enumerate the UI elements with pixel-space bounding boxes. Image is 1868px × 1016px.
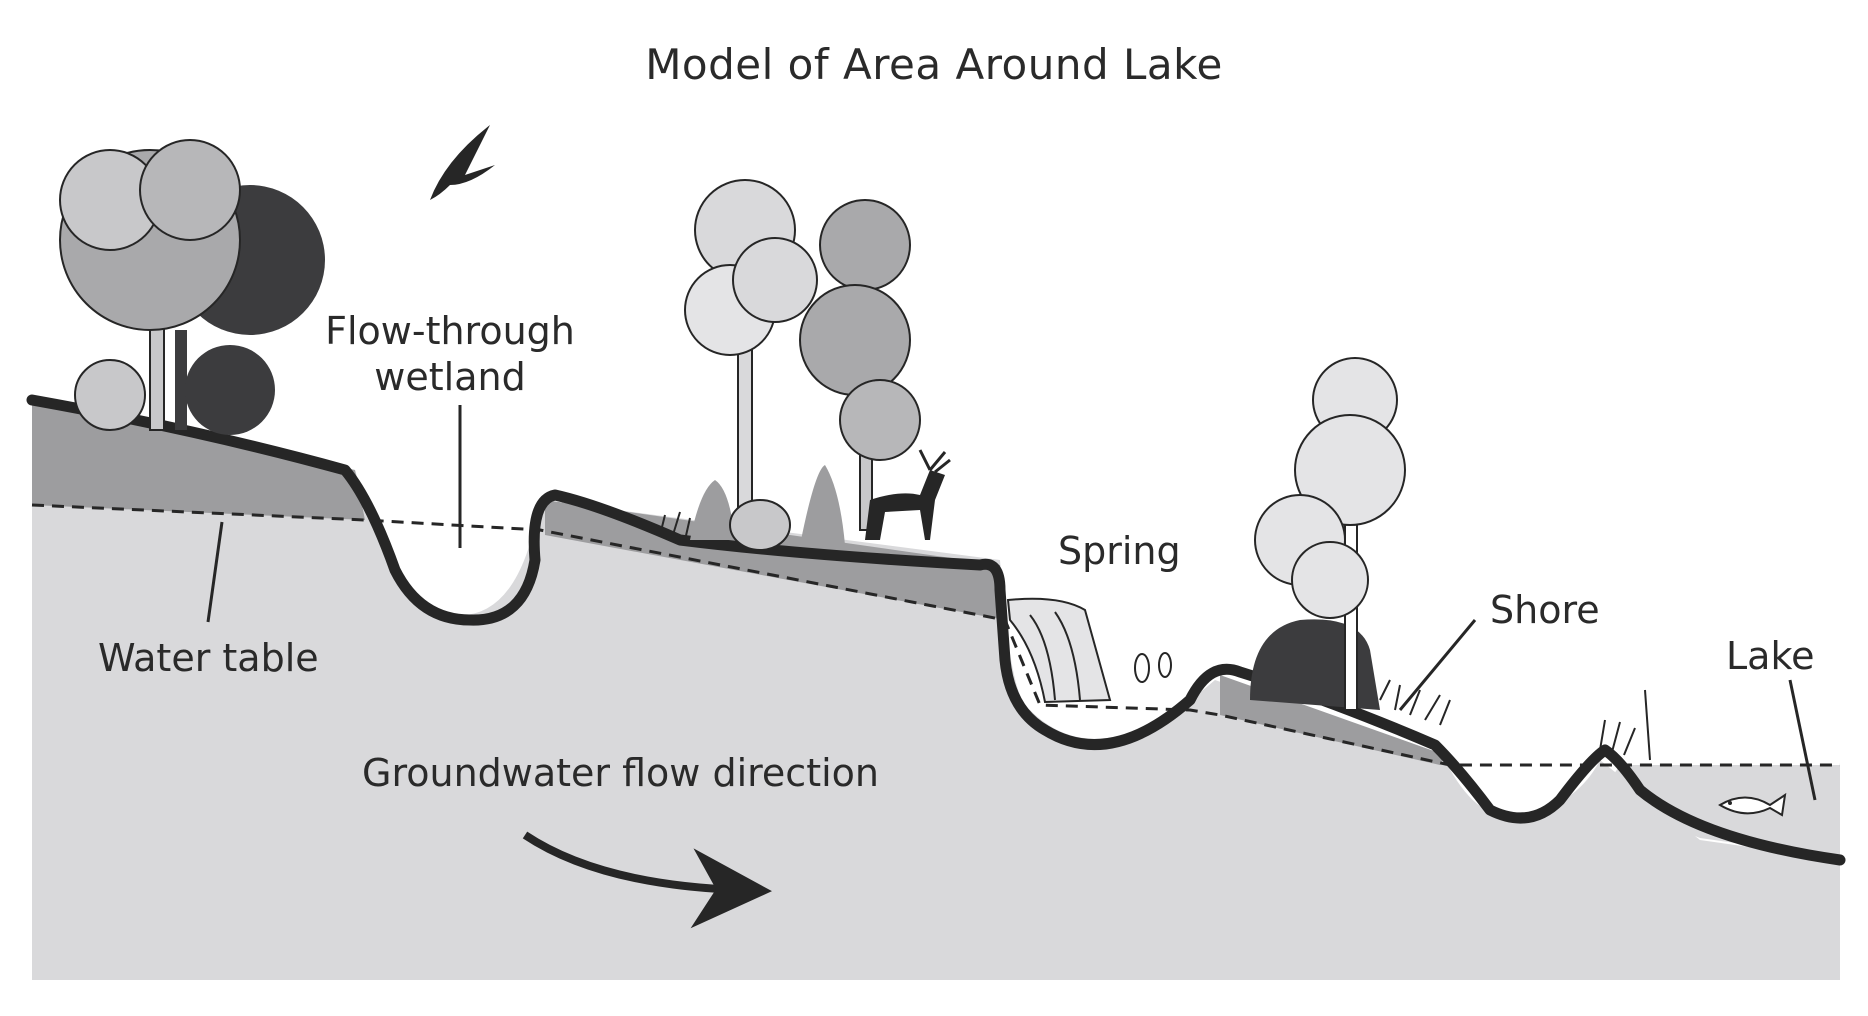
water-table-label: Water table: [98, 636, 319, 680]
spring-label: Spring: [1058, 529, 1181, 573]
grass-icon: [659, 511, 1651, 761]
shore-label: Shore: [1490, 588, 1600, 632]
bird-icon: [430, 125, 495, 200]
water-table-line: [31, 503, 1840, 767]
water-table-leader-line: [206, 521, 224, 623]
wetland-label: Flow-through wetland: [325, 308, 575, 400]
lake-water: [1610, 765, 1840, 858]
groundwater-flow-label: Groundwater flow direction: [362, 751, 879, 795]
ground-region: [32, 400, 1840, 980]
diagram-title: Model of Area Around Lake: [645, 40, 1223, 89]
groundwater-flow-arrow: [522, 831, 772, 929]
tree-icon: [59, 139, 325, 435]
wetland-label-line2: wetland: [374, 355, 526, 399]
shore-leader-line: [1398, 619, 1477, 711]
wetland-label-line1: Flow-through: [325, 309, 575, 353]
tree-icon: [684, 179, 921, 551]
tree-icon: [1250, 357, 1406, 711]
fish-icon: [1718, 792, 1787, 817]
deer-icon: [865, 449, 951, 540]
lake-leader-line: [1788, 679, 1817, 801]
lake-label: Lake: [1726, 634, 1815, 678]
ground-surface-outline: [26, 394, 1846, 866]
waterfall-icon: [1006, 597, 1172, 704]
